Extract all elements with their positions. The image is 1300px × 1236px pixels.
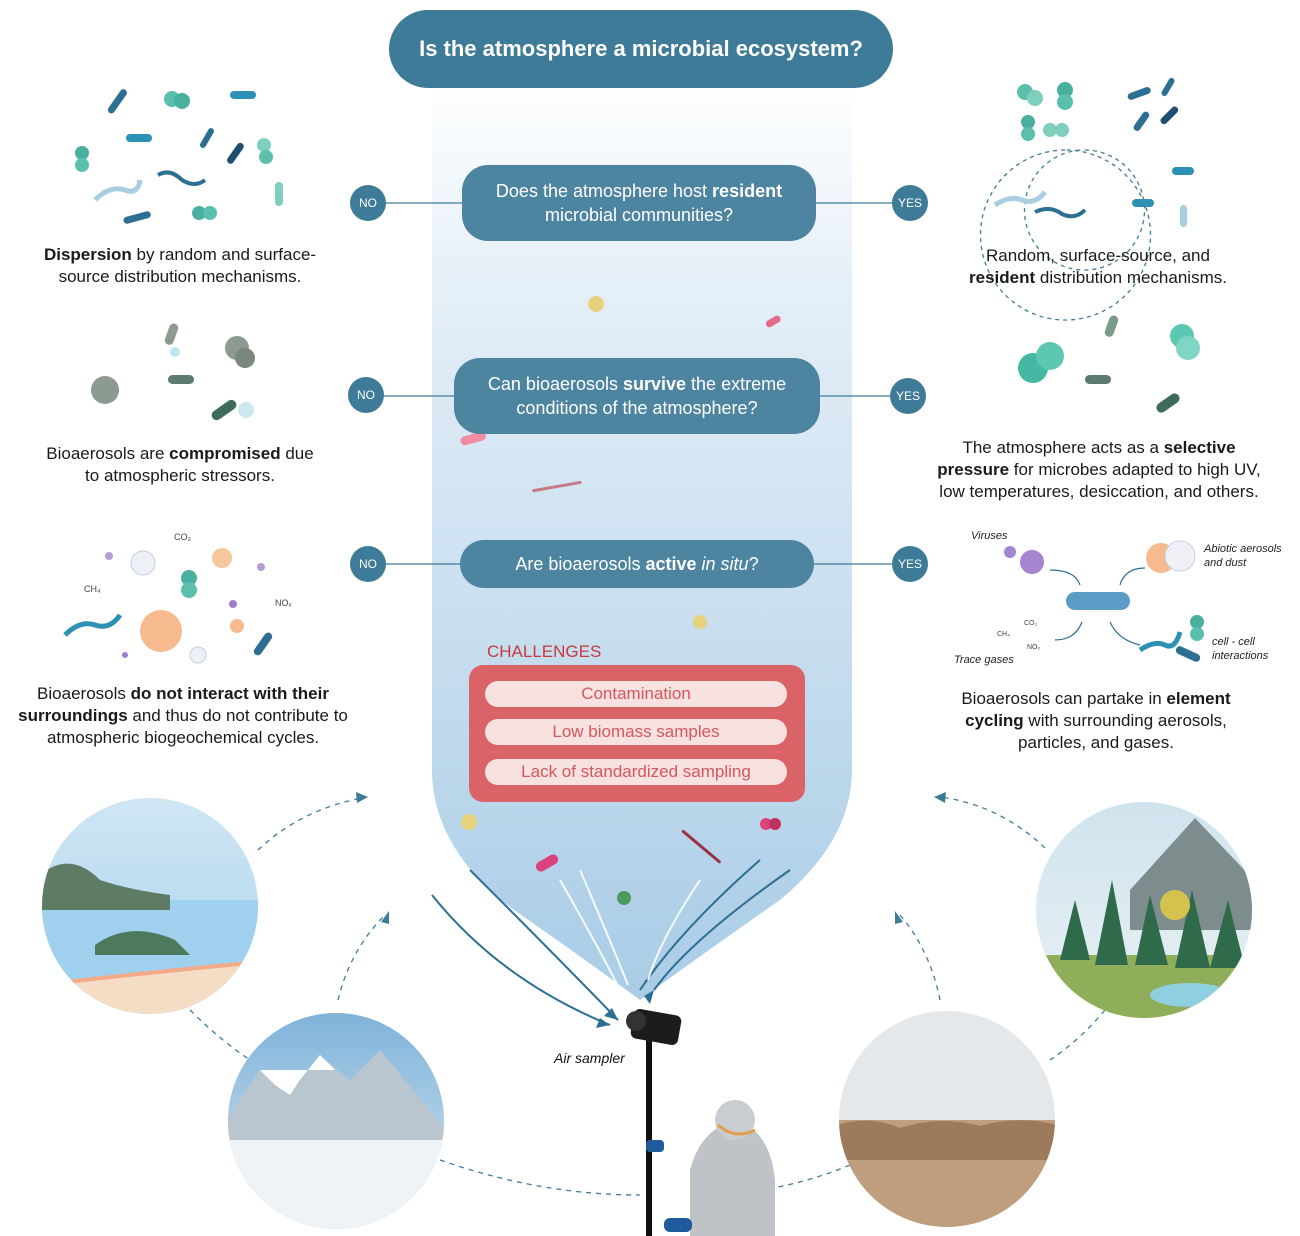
caption-selective-bold: selective pressure [937, 438, 1236, 479]
microbes-resident [993, 77, 1194, 227]
gas-co2-left: CO₂ [174, 532, 191, 542]
diagram-title: Is the atmosphere a microbial ecosystem? [389, 10, 893, 88]
caption-no-interaction: Bioaerosols do not interact with their s… [8, 683, 358, 749]
caption-dispersion: Dispersion by random and surface-source … [30, 244, 330, 288]
caption-no-interaction-bold: do not interact with their surroundings [18, 684, 329, 725]
label-trace-gases: Trace gases [954, 654, 1014, 666]
microbes-dispersion [75, 89, 283, 224]
funnel-particles [460, 296, 781, 905]
caption-cycling-bold: element cycling [965, 689, 1231, 730]
caption-selective: The atmosphere acts as a selective press… [926, 437, 1272, 503]
caption-element-cycling: Bioaerosols can partake in element cycli… [950, 688, 1242, 754]
caption-resident-post: distribution mechanisms. [1035, 268, 1227, 287]
q1-post: microbial communities? [544, 205, 734, 225]
gas-ch4-left: CH₄ [84, 584, 101, 594]
question-survive: Can bioaerosols survive the extreme cond… [454, 358, 820, 434]
label-viruses: Viruses [971, 530, 1008, 542]
no-badge-1: NO [350, 185, 386, 221]
microbes-element-cycling [1004, 540, 1204, 662]
caption-compromised-bold: compromised [169, 444, 281, 463]
yes-badge-2: YES [890, 378, 926, 414]
caption-no-interaction-pre: Bioaerosols [37, 684, 131, 703]
caption-compromised-post: due to atmospheric stressors. [85, 444, 314, 485]
question-active: Are bioaerosols active in situ? [460, 540, 814, 588]
no-badge-2: NO [348, 377, 384, 413]
q3-bold: active [645, 554, 697, 574]
yes-badge-3: YES [892, 546, 928, 582]
no-badge-3: NO [350, 546, 386, 582]
gas-nox-left: NOₓ [275, 598, 292, 608]
challenges-title: CHALLENGES [487, 642, 602, 661]
caption-resident-bold: resident [969, 268, 1036, 287]
air-sampler-illustration [626, 1009, 775, 1236]
challenge-contamination: Contamination [485, 681, 787, 707]
caption-cycling-pre: Bioaerosols can partake in [961, 689, 1167, 708]
question-resident: Does the atmosphere host resident microb… [462, 165, 816, 241]
challenges-box: Contamination Low biomass samples Lack o… [469, 665, 805, 802]
q2-bold: survive [623, 374, 687, 394]
gas-co2-right: CO₂ [1024, 620, 1038, 627]
yes-badge-1: YES [892, 185, 928, 221]
microbes-no-interaction [63, 548, 273, 664]
label-abiotic: Abiotic aerosols and dust [1204, 543, 1282, 569]
habitat-coast [42, 798, 258, 1014]
caption-compromised: Bioaerosols are compromised due to atmos… [40, 443, 320, 487]
caption-resident-pre: Random, surface-source, and [986, 246, 1210, 265]
microbes-selected [1018, 315, 1200, 413]
gas-nox-right: NOₓ [1027, 644, 1040, 651]
q2-pre: Can bioaerosols [487, 374, 623, 394]
q2-post: the extreme conditions of the atmosphere… [516, 374, 787, 418]
label-cell-cell: cell - cell interactions [1212, 636, 1269, 662]
q3-pre: Are bioaerosols [515, 554, 646, 574]
q1-bold: resident [712, 181, 783, 201]
caption-selective-post: for microbes adapted to high UV, low tem… [939, 460, 1261, 501]
q3-post: ? [748, 554, 759, 574]
q3-italic: in situ [701, 554, 749, 574]
challenge-low-biomass: Low biomass samples [485, 719, 787, 745]
air-sampler-label: Air sampler [554, 1050, 625, 1066]
challenge-standardization: Lack of standardized sampling [485, 759, 787, 785]
caption-dispersion-bold: Dispersion [43, 245, 132, 264]
habitat-soil [839, 1011, 1055, 1227]
habitat-forest [1036, 802, 1252, 1018]
caption-selective-pre: The atmosphere acts as a [962, 438, 1164, 457]
caption-no-interaction-post: and thus do not contribute to atmospheri… [46, 706, 348, 747]
gas-ch4-right: CH₄ [997, 631, 1010, 638]
caption-compromised-pre: Bioaerosols are [46, 444, 170, 463]
caption-resident: Random, surface-source, and resident dis… [960, 245, 1236, 289]
habitat-mountain [228, 1013, 444, 1229]
caption-cycling-post: with surrounding aerosols, particles, an… [1018, 711, 1227, 752]
caption-dispersion-text: by random and surface-source distributio… [58, 245, 317, 286]
q1-pre: Does the atmosphere host [495, 181, 713, 201]
microbes-compromised [91, 323, 255, 421]
